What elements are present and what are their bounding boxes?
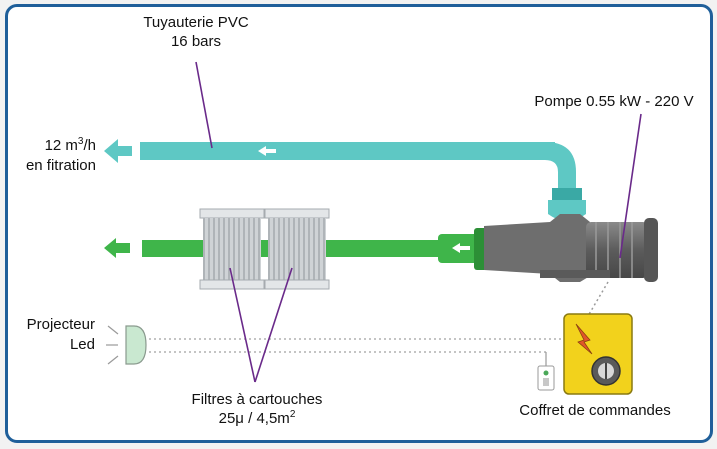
projector-label-line1: Projecteur [27, 316, 95, 333]
outlet-arrow-icon [104, 139, 132, 163]
control-box-label: Coffret de commandes [519, 402, 670, 419]
projector-label-line2: Led [70, 336, 95, 353]
pump-label: Pompe 0.55 kW - 220 V [534, 93, 693, 110]
flow-arrow-icon [258, 146, 276, 156]
lightning-icon [575, 323, 593, 355]
electrical-wiring [144, 281, 609, 366]
flow-mode-label: en fitration [26, 157, 96, 174]
pump [484, 214, 658, 282]
cartridge-filter-2 [264, 208, 330, 290]
light-ray-icon [107, 325, 119, 335]
filters-label-line2: 25μ / 4,5m2 [219, 409, 296, 427]
wall-switch [537, 365, 555, 391]
leader-lines [195, 61, 642, 383]
cartridge-filter-1 [199, 208, 265, 290]
flow-arrow-icon [452, 243, 470, 253]
pvc-pipe [140, 142, 586, 221]
led-projector [106, 325, 147, 365]
light-ray-icon [107, 355, 119, 365]
control-box [563, 313, 633, 395]
inlet-arrow-icon [104, 238, 130, 258]
pipe-label-line2: 16 bars [171, 33, 221, 50]
flow-rate-label: 12 m3/h [45, 136, 96, 154]
filters-label-line1: Filtres à cartouches [192, 391, 323, 408]
pipe-label-line1: Tuyauterie PVC [143, 14, 248, 31]
